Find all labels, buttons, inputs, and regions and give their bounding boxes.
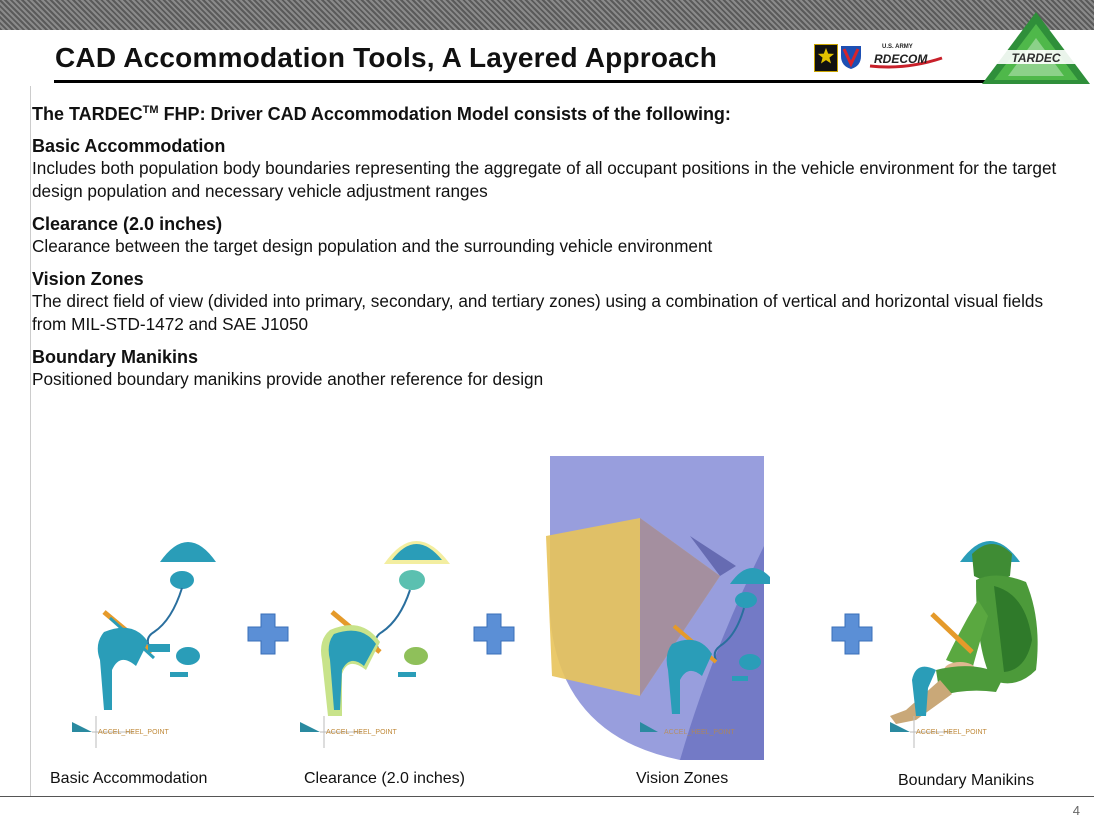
caption-clearance: Clearance (2.0 inches): [304, 770, 465, 787]
intro-sentence: The TARDECTM FHP: Driver CAD Accommodati…: [32, 104, 1082, 125]
figure-basic-accommodation: ACCEL_HEEL_POINT: [72, 542, 216, 748]
section-body-clearance: Clearance between the target design popu…: [32, 236, 713, 256]
heel-point-label: ACCEL_HEEL_POINT: [916, 729, 988, 736]
army-star-logo: [814, 44, 838, 72]
section-body-manikins: Positioned boundary manikins provide ano…: [32, 369, 544, 389]
top-texture-band: [0, 0, 1094, 30]
figure-boundary-manikins: ACCEL_HEEL_POINT: [890, 541, 1038, 748]
caption-vision-zones: Vision Zones: [636, 770, 729, 787]
title-underline: [54, 80, 1006, 83]
figure-vision-zones: ACCEL_HEEL_POINT: [546, 456, 770, 760]
section-heading-manikins: Boundary Manikins: [32, 347, 199, 367]
section-heading-basic: Basic Accommodation: [32, 136, 226, 156]
caption-boundary-manikins: Boundary Manikins: [898, 772, 1035, 789]
main-content: The TARDECTM FHP: Driver CAD Accommodati…: [32, 104, 1082, 401]
heel-point-label: ACCEL_HEEL_POINT: [98, 729, 170, 736]
section-heading-vision: Vision Zones: [32, 269, 144, 289]
rdecom-small-label: U.S. ARMY: [882, 44, 913, 50]
caption-basic-accommodation: Basic Accommodation: [50, 770, 208, 787]
header-area: [30, 32, 1094, 86]
plus-icon: [831, 613, 873, 655]
page-title: CAD Accommodation Tools, A Layered Appro…: [55, 42, 718, 73]
plus-icon: [247, 613, 289, 655]
intro-suffix: FHP: Driver CAD Accommodation Model cons…: [158, 104, 731, 124]
footer-rule: [0, 796, 1094, 797]
section-body-basic: Includes both population body boundaries…: [32, 158, 1057, 201]
tardec-logo-text: TARDEC: [1011, 51, 1060, 65]
trademark-mark: TM: [142, 104, 159, 116]
star-icon: [817, 47, 835, 64]
plus-icon: [473, 613, 515, 655]
section-body-vision: The direct field of view (divided into p…: [32, 291, 1044, 334]
rdecom-shield-icon: [841, 46, 861, 69]
rdecom-label: RDECOM: [874, 52, 928, 66]
page-number: 4: [1072, 803, 1080, 818]
intro-prefix: The TARDEC: [32, 104, 143, 124]
section-heading-clearance: Clearance (2.0 inches): [32, 214, 223, 234]
tardec-logo: TARDEC: [980, 12, 1092, 84]
heel-point-label: ACCEL_HEEL_POINT: [664, 729, 736, 736]
rdecom-logo: U.S. ARMY RDECOM: [866, 44, 946, 70]
figure-clearance: ACCEL_HEEL_POINT: [300, 541, 450, 748]
heel-point-label: ACCEL_HEEL_POINT: [326, 729, 398, 736]
rdecom-swoosh-icon: [869, 56, 943, 69]
left-rule: [30, 86, 31, 796]
